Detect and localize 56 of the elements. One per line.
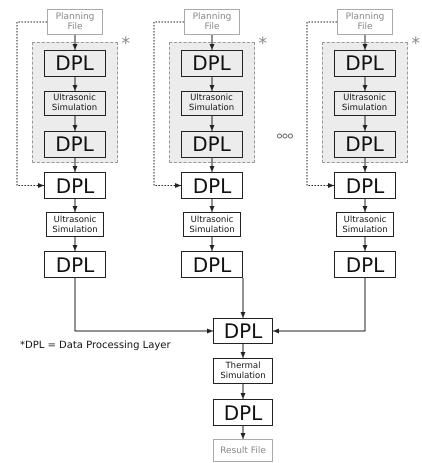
arrow: [240, 384, 246, 400]
arrow: [240, 278, 246, 318]
footnote: *DPL = Data Processing Layer: [20, 340, 171, 351]
arrow: [240, 426, 246, 440]
arrow: [272, 278, 366, 334]
process-box: DPL: [180, 50, 242, 76]
process-box: DPL: [44, 130, 106, 158]
process-box: DPL: [213, 318, 273, 344]
process-box: Ultrasonic Simulation: [334, 90, 396, 116]
arrow: [72, 236, 78, 252]
process-box: Ultrasonic Simulation: [180, 90, 242, 116]
arrow: [210, 34, 214, 50]
process-box: Ultrasonic Simulation: [183, 212, 241, 237]
process-box: DPL: [44, 251, 106, 278]
process-box: Ultrasonic Simulation: [46, 212, 104, 237]
arrow: [72, 198, 78, 212]
asterisk-mark: *: [258, 36, 267, 53]
process-box: DPL: [334, 130, 396, 158]
arrow: [72, 34, 78, 50]
arrow: [74, 278, 214, 334]
arrow: [210, 198, 214, 212]
process-box: DPL: [181, 172, 243, 199]
dotted-arrow: [154, 22, 184, 188]
process-box: DPL: [334, 50, 396, 76]
process-box: DPL: [180, 130, 242, 158]
arrow: [362, 116, 368, 132]
arrow: [72, 158, 78, 172]
asterisk-mark: *: [412, 36, 420, 53]
file-box: Planning File: [337, 9, 393, 35]
dotted-arrow: [16, 22, 48, 188]
arrow: [362, 34, 368, 50]
process-box: DPL: [334, 251, 396, 278]
process-box: DPL: [181, 251, 243, 278]
arrow: [72, 116, 78, 132]
arrow: [240, 344, 246, 358]
asterisk-mark: *: [122, 36, 130, 53]
arrow: [72, 76, 78, 92]
arrow: [210, 158, 214, 172]
arrow: [362, 76, 368, 92]
process-box: Thermal Simulation: [213, 358, 273, 384]
process-box: DPL: [213, 399, 273, 426]
process-box: DPL: [44, 50, 106, 76]
process-box: Ultrasonic Simulation: [336, 212, 394, 237]
arrow: [362, 158, 368, 172]
file-box: Planning File: [184, 9, 240, 35]
arrow: [210, 116, 214, 132]
process-box: Ultrasonic Simulation: [44, 90, 106, 116]
process-box: DPL: [44, 172, 106, 199]
file-box: Planning File: [47, 9, 103, 35]
arrow: [210, 236, 214, 252]
dotted-arrow: [306, 22, 338, 188]
arrow: [362, 198, 368, 212]
process-box: DPL: [334, 172, 396, 199]
arrow: [210, 76, 214, 92]
arrow: [362, 236, 368, 252]
file-box: Result File: [213, 439, 273, 462]
